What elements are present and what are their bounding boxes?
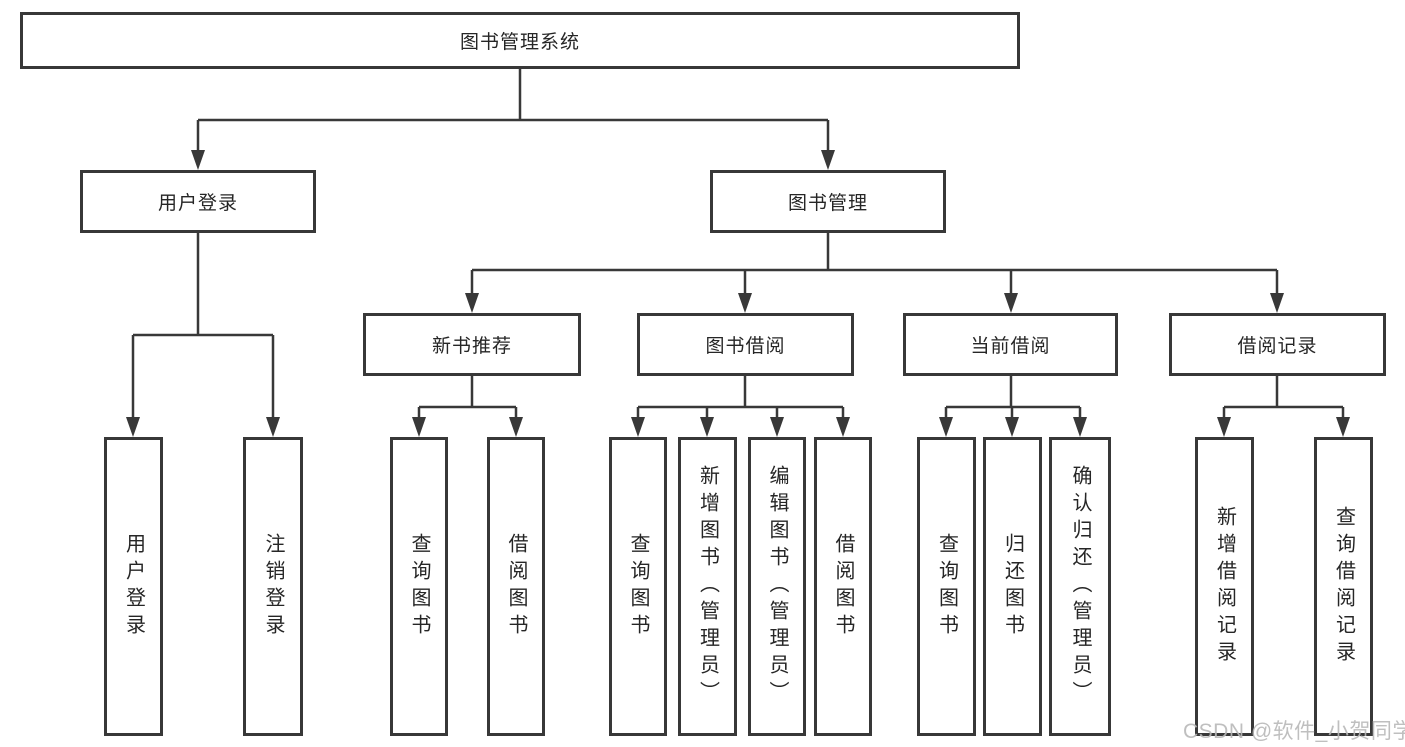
csdn-watermark: CSDN @软件_小贺同学 [1183,720,1405,743]
leaf-query-borrow-record: 查询借阅记录 [1314,437,1373,736]
node-label: 当前借阅 [970,336,1051,357]
leaf-add-book-admin: 新增图书（管理员） [678,437,737,736]
node-label: 用户登录 [122,532,145,641]
leaf-user-login: 用户登录 [104,437,163,736]
node-user-login: 用户登录 [80,170,316,233]
node-label: 图书管理系统 [459,32,580,53]
node-book-management: 图书管理 [710,170,946,233]
leaf-confirm-return-admin: 确认归还（管理员） [1049,437,1111,736]
leaf-logout: 注销登录 [243,437,303,736]
node-label: 新增图书（管理员） [696,465,719,708]
leaf-borrow-book-recommend: 借阅图书 [487,437,545,736]
leaf-query-book-recommend: 查询图书 [390,437,448,736]
leaf-query-book-current: 查询图书 [917,437,976,736]
leaf-query-book-borrow: 查询图书 [609,437,667,736]
node-label: 图书管理 [787,193,868,214]
node-new-book-recommend: 新书推荐 [363,313,581,376]
node-label: 查询图书 [408,532,430,641]
node-label: 查询借阅记录 [1332,505,1355,668]
node-label: 确认归还（管理员） [1069,465,1091,708]
node-borrow-records: 借阅记录 [1169,313,1386,376]
node-library-management-system: 图书管理系统 [20,12,1020,69]
node-label: 查询图书 [935,532,958,641]
node-label: 图书借阅 [705,336,786,357]
leaf-return-book: 归还图书 [983,437,1042,736]
node-label: 归还图书 [1001,532,1024,641]
leaf-add-borrow-record: 新增借阅记录 [1195,437,1254,736]
node-label: 借阅记录 [1237,336,1318,357]
node-label: 注销登录 [262,532,284,641]
node-label: 借阅图书 [505,532,527,641]
node-current-borrow: 当前借阅 [903,313,1118,376]
node-label: 新增借阅记录 [1213,505,1236,668]
node-label: 新书推荐 [431,336,512,357]
node-label: 用户登录 [157,193,238,214]
leaf-borrow-book: 借阅图书 [814,437,872,736]
node-label: 借阅图书 [832,532,854,641]
leaf-edit-book-admin: 编辑图书（管理员） [748,437,806,736]
node-label: 编辑图书（管理员） [766,465,788,708]
node-label: 查询图书 [627,532,649,641]
node-book-borrow: 图书借阅 [637,313,854,376]
